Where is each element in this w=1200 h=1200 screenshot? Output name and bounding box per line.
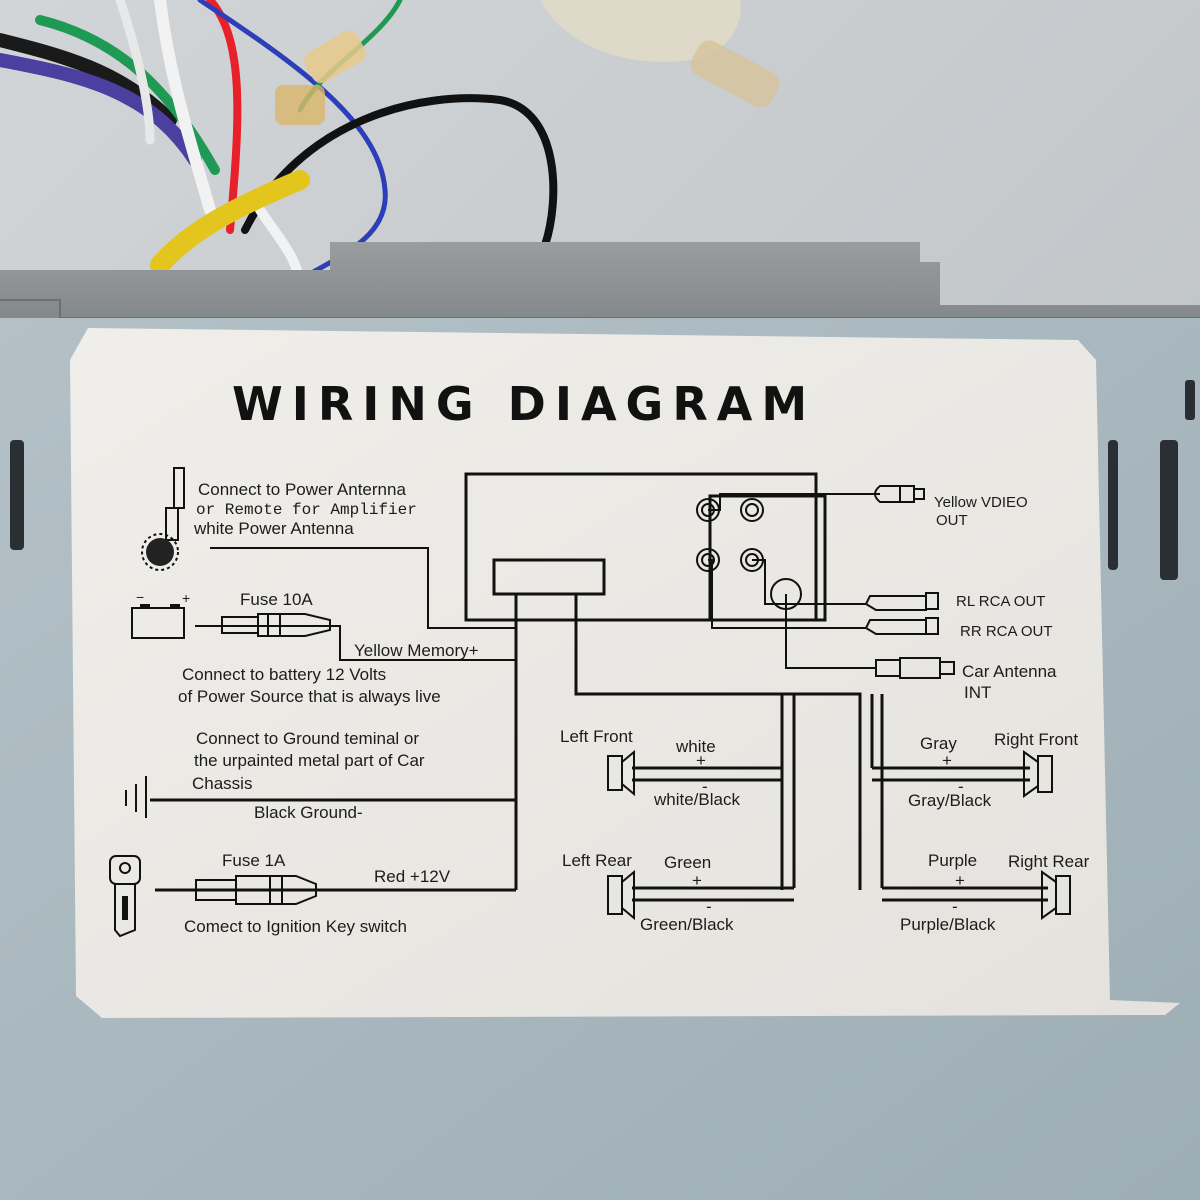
label-fuse-1a: Fuse 1A [222,851,286,870]
label-right-rear: Right Rear [1008,852,1090,871]
wire-black [0,33,177,127]
label-car-antenna-1: Car Antenna [962,662,1057,681]
label-lr-minus: - [706,897,712,916]
label-left-front: Left Front [560,727,633,746]
connector-plugs [275,0,780,125]
ignition-key-icon [109,855,141,938]
output-panel [708,494,827,622]
svg-text:−: − [136,589,144,605]
label-rl-rca: RL RCA OUT [956,593,1045,610]
wire-white-1 [154,0,216,216]
speaker-icon [607,749,1071,921]
label-fuse-10a: Fuse 10A [240,590,313,609]
label-gray-black: Gray/Black [908,791,992,810]
label-rr-plus: + [955,871,965,890]
label-ground-3: Chassis [192,774,252,793]
wire-purple [0,53,202,167]
wire-antenna-in [785,594,876,669]
label-white: white [675,737,716,756]
label-ground-2: the urpainted metal part of Car [194,751,425,770]
chassis-slots [10,380,1195,580]
label-purple-black: Purple/Black [900,915,996,934]
svg-text:+: + [182,590,190,606]
label-white-black: white/Black [653,790,740,809]
rca-jack-rr [696,548,720,572]
label-gray: Gray [920,734,957,753]
rca-plug-icon [864,485,955,679]
rca-jack-rl [740,498,764,522]
label-battery-1: Connect to battery 12 Volts [182,665,386,684]
ground-icon [125,776,147,818]
label-purple: Purple [928,851,977,870]
label-battery-2: of Power Source that is always live [178,687,441,706]
wire-bundle [0,0,558,295]
battery-icon: − + [131,589,190,639]
label-rf-plus: + [942,751,952,770]
diagram-title: WIRING DIAGRAM [232,377,816,431]
wire-black-2 [241,94,558,249]
label-red-12v: Red +12V [374,867,451,886]
label-antenna-1: Connect to Power Anternna [198,480,406,499]
wire-rl-out [752,559,866,605]
wire-rr-out [708,559,866,629]
wire-video-out [708,493,880,511]
label-ignition: Comect to Ignition Key switch [184,917,407,936]
head-unit-box [464,472,818,622]
label-lr-plus: + [692,871,702,890]
label-right-front: Right Front [994,730,1078,749]
label-car-antenna-2: INT [964,683,991,702]
wire-yellow [150,170,310,275]
label-green-black: Green/Black [640,915,734,934]
wire-antenna-remote [210,547,516,629]
label-antenna-2: or Remote for Amplifier [196,501,417,519]
harness-plug [492,558,606,596]
label-yellow-video-1: Yellow VDIEO [934,494,1028,511]
label-green: Green [664,853,711,872]
label-rf-minus: - [958,777,964,796]
label-yellow-memory: Yellow Memory+ [354,641,479,660]
label-lf-plus: + [696,751,706,770]
fuse-icon-1a [195,875,317,905]
wire-trunk-2 [574,594,862,890]
label-sticker [70,328,1180,1018]
label-left-rear: Left Rear [562,851,632,870]
wire-white-3 [115,0,155,145]
label-lf-minus: - [702,777,708,796]
antenna-icon [141,467,185,571]
label-ground-1: Connect to Ground teminal or [196,729,419,748]
label-antenna-3: white Power Antenna [193,519,354,538]
label-rr-rca: RR RCA OUT [960,623,1053,640]
fuse-icon [221,613,331,637]
label-rr-minus: - [952,897,958,916]
label-yellow-video-2: OUT [936,512,968,529]
label-black-ground: Black Ground- [254,803,363,822]
